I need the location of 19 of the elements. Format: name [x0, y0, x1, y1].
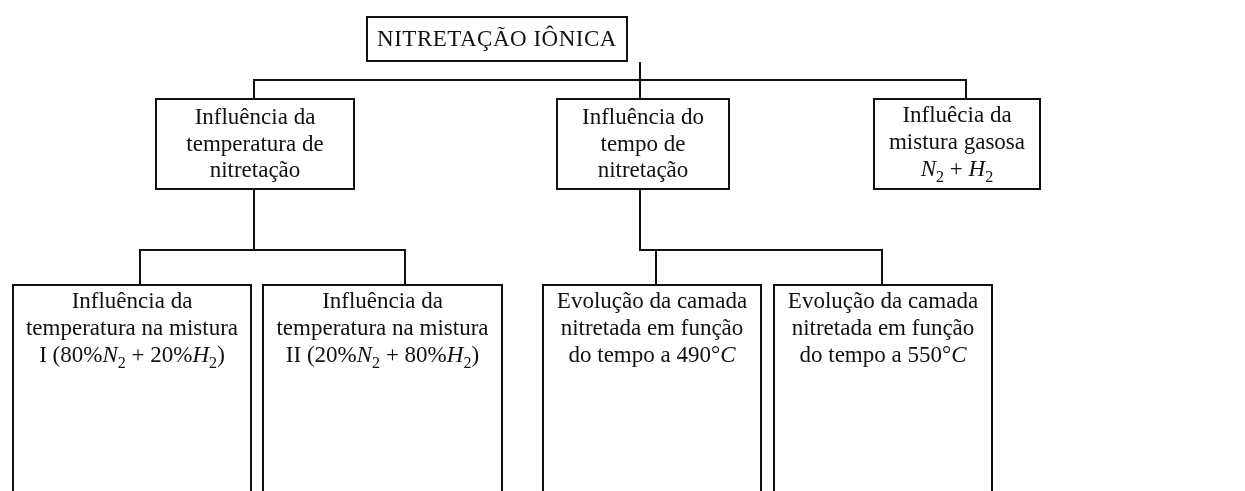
tree-box [12, 284, 252, 491]
box-label: Influência do tempo de nitretação [581, 103, 705, 185]
tree-box [873, 98, 1041, 190]
box-label: Evolução da camada nitretada em função do tempo a 490°C [555, 288, 749, 369]
tree-box [155, 98, 355, 190]
connector-line [639, 189, 883, 285]
tree-box [366, 16, 628, 62]
connector-line [253, 189, 406, 285]
box-label: Influência da temperatura na mistura I (80%N$_{2}$ + 20%H$_{2}$) [25, 288, 239, 373]
box-label: Influêcia da mistura gasosa N$_{2}$ + H$_{2}$ [887, 101, 1027, 187]
connector-line [639, 61, 967, 99]
tree-box [773, 284, 993, 491]
box-label: Influência da temperatura de nitretação [185, 103, 325, 185]
tree-box [556, 98, 730, 190]
box-label: Influência da temperatura na mistura II (20%N$_{2}$ + 80%H$_{2}$) [275, 288, 490, 373]
tree-box [542, 284, 762, 491]
box-label: NITRETAÇÃO IÔNICA [377, 25, 617, 53]
box-label: Evolução da camada nitretada em função do tempo a 550°C [786, 288, 980, 369]
tree-box [262, 284, 503, 491]
